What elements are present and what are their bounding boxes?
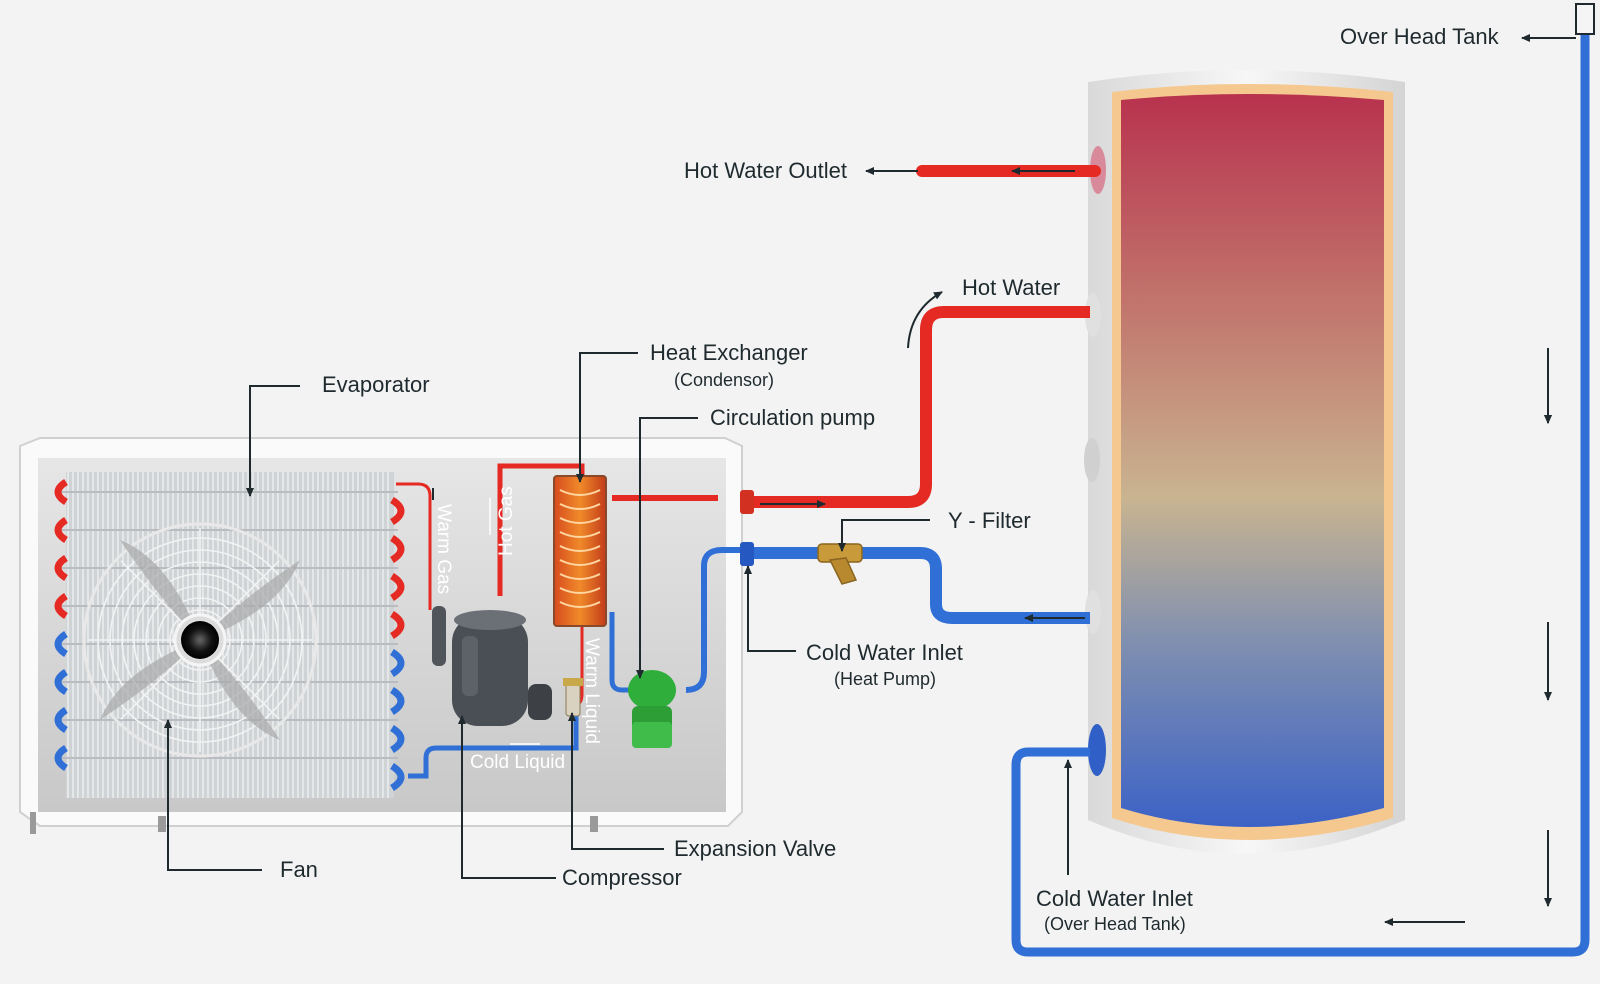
cold-liquid-line: [408, 716, 579, 779]
evaporator-label: Evaporator: [322, 372, 430, 397]
hot-gas-line: [497, 463, 585, 596]
compressor-leader: [458, 715, 556, 879]
expansion-valve-label: Expansion Valve: [674, 836, 836, 861]
middle-port: [1084, 438, 1100, 482]
cold-water-inlet-hp-label: Cold Water Inlet: [806, 640, 963, 665]
fan-label: Fan: [280, 857, 318, 882]
over-head-tank-label: Over Head Tank: [1340, 24, 1500, 49]
expansion-valve: [563, 678, 583, 717]
cold-inlet-port: [1088, 724, 1106, 776]
cold-inlet-internal-line: [685, 547, 748, 693]
cold-water-fitting: [740, 542, 754, 566]
heat-exchanger-label: Heat Exchanger: [650, 340, 808, 365]
cold-return-pipe: [750, 547, 1090, 624]
y-filter-leader: [838, 519, 930, 552]
hot-gas-label: Hot Gas: [496, 486, 517, 556]
fan-leader: [164, 719, 262, 871]
heat-pump-unit: [19, 437, 754, 834]
heat-exchanger-sub-label: (Condensor): [674, 370, 774, 390]
hot-water-port: [1085, 293, 1101, 337]
expansion-valve-leader: [568, 712, 664, 850]
cold-liquid-label: Cold Liquid: [470, 752, 565, 773]
hot-water-outlet-label: Hot Water Outlet: [684, 158, 847, 183]
compressor-label: Compressor: [562, 865, 682, 890]
cold-water-inlet-hp-leader: [744, 565, 796, 652]
warm-liquid-label: Warm Liquid: [581, 638, 602, 744]
cold-supply-pipe: [1011, 18, 1590, 957]
compressor: [432, 606, 552, 726]
heat-exchanger-leader: [576, 352, 638, 483]
circulation-pump: [628, 670, 676, 748]
hot-water-fitting: [740, 490, 754, 514]
hot-supply-pipe: [750, 306, 1090, 508]
tank-fitting: [1575, 3, 1595, 35]
cold-water-inlet-oht-label: Cold Water Inlet: [1036, 886, 1193, 911]
labels: Over Head Tank Hot Water Outlet Hot Wate…: [280, 24, 1500, 934]
circulation-pump-label: Circulation pump: [710, 405, 875, 430]
y-filter-label: Y - Filter: [948, 508, 1031, 533]
evaporator-leader: [246, 385, 300, 497]
water-tank: [1084, 70, 1405, 854]
cold-water-inlet-hp-sub-label: (Heat Pump): [834, 669, 936, 689]
heat-exchanger: [553, 475, 607, 627]
circulation-line: [609, 612, 640, 693]
hot-water-label: Hot Water: [962, 275, 1060, 300]
circulation-pump-leader: [636, 417, 698, 679]
hot-water-supply-line: [750, 291, 1090, 508]
fan: [82, 522, 318, 758]
warm-gas-line: [396, 482, 432, 610]
cold-water-inlet-oht-sub-label: (Over Head Tank): [1044, 914, 1186, 934]
fan-hub: [181, 621, 219, 659]
leader-lines: [164, 34, 1576, 879]
warm-gas-label: Warm Gas: [433, 504, 454, 594]
over-head-tank-line: [1011, 3, 1595, 957]
y-filter-valve: [817, 543, 863, 585]
tank-water: [1121, 94, 1384, 827]
hot-water-curve-arrow: [907, 291, 943, 349]
cold-water-return-line: [750, 543, 1090, 624]
